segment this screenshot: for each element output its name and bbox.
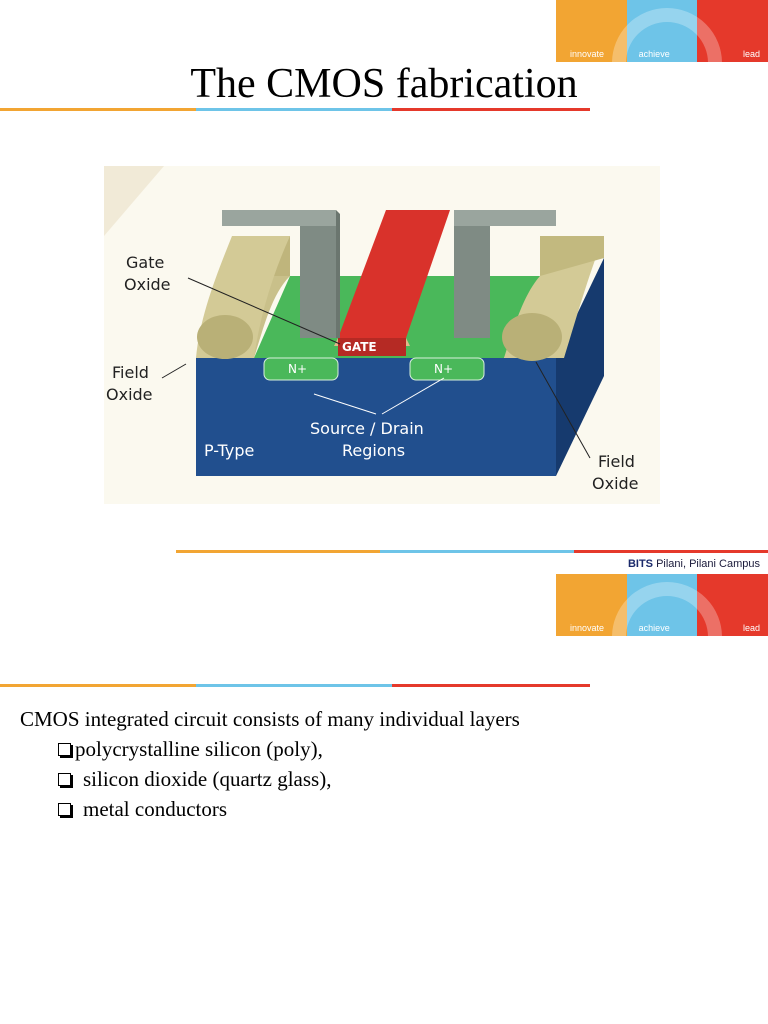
source-leader: [313, 393, 377, 415]
checkbox-bullet-icon: [58, 802, 71, 816]
gate-poly: [338, 210, 450, 338]
title-rule-2: [0, 684, 590, 687]
bullet-item: metal conductors: [58, 794, 520, 824]
banner-innovate-label-2: innovate: [570, 623, 605, 633]
bullet-text: silicon dioxide (quartz glass),: [83, 767, 332, 791]
regions-label: Regions: [342, 441, 405, 460]
gate-label: GATE: [342, 340, 377, 354]
footer-campus: BITS Pilani, Pilani Campus: [628, 558, 760, 570]
intro-text: CMOS integrated circuit consists of many…: [20, 707, 520, 731]
checkbox-bullet-icon: [58, 742, 71, 756]
n-plus-right-label: N+: [434, 362, 453, 376]
title-rule: [0, 108, 590, 111]
footer-rule: [176, 550, 768, 553]
banner-lead-label-2: lead: [743, 623, 761, 633]
bullet-text: polycrystalline silicon (poly),: [75, 737, 323, 761]
drain-leader: [381, 377, 445, 415]
n-plus-right: [409, 357, 485, 381]
bullet-item: silicon dioxide (quartz glass),: [58, 764, 520, 794]
field-oxide-right-label-1: Field: [598, 452, 635, 471]
metal-right: [454, 210, 556, 226]
checkbox-bullet-icon: [58, 772, 71, 786]
slide-title: The CMOS fabrication: [190, 61, 578, 107]
field-oxide-left-leader: [161, 363, 187, 379]
field-oxide-right-leader: [535, 361, 591, 459]
brand-banner-2: innovate achieve lead: [556, 574, 768, 636]
n-plus-left-label: N+: [288, 362, 307, 376]
banner-innovate-label: innovate: [570, 49, 605, 59]
gate-oxide-leader: [187, 277, 341, 345]
metal-left: [222, 210, 336, 226]
gate-oxide-label-2: Oxide: [124, 275, 171, 294]
footer-campus-name: Pilani, Pilani Campus: [656, 558, 760, 570]
gate-oxide-label-1: Gate: [126, 253, 164, 272]
bullet-text: metal conductors: [83, 797, 228, 821]
source-drain-label: Source / Drain: [310, 419, 424, 438]
banner-innovate: innovate: [556, 0, 627, 62]
substrate-side: [556, 258, 604, 476]
brand-banner: innovate achieve lead: [556, 0, 768, 62]
n-plus-left: [263, 357, 339, 381]
slide-body: CMOS integrated circuit consists of many…: [20, 704, 520, 824]
footer-brand: BITS: [627, 558, 653, 570]
substrate-front: [196, 358, 556, 476]
banner-lead-label: lead: [743, 49, 761, 59]
cmos-transistor-diagram: GATE N+ N+ Source / Drain Regions P-Type…: [104, 166, 660, 504]
field-oxide-right-label-2: Oxide: [592, 474, 639, 493]
bullet-item: polycrystalline silicon (poly),: [58, 734, 520, 764]
field-oxide-left-label-2: Oxide: [106, 385, 153, 404]
p-type-label: P-Type: [204, 441, 254, 460]
field-oxide-left-label-1: Field: [112, 363, 149, 382]
